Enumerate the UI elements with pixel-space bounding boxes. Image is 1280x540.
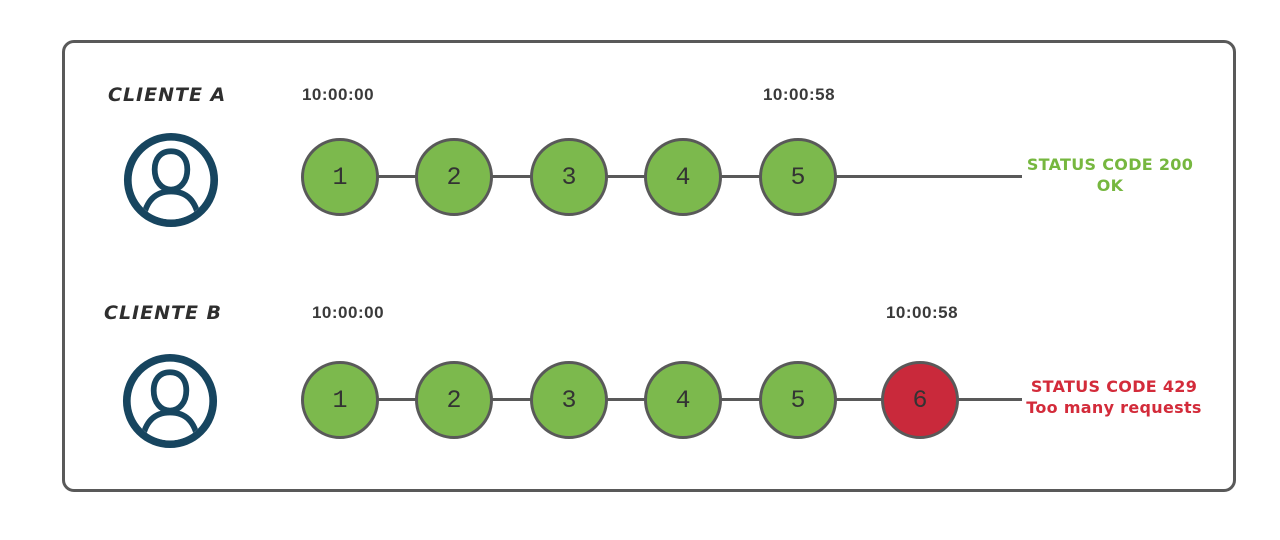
request-circle: 4	[644, 138, 722, 216]
start-timestamp: 10:00:00	[311, 303, 385, 322]
status-code-line: STATUS CODE 200	[1026, 155, 1194, 174]
user-avatar-icon	[122, 353, 218, 449]
request-circle: 4	[644, 361, 722, 439]
end-timestamp: 10:00:58	[885, 303, 959, 322]
client-label: CLIENTE B	[104, 302, 223, 324]
status-text: STATUS CODE 200 OK	[1026, 154, 1194, 196]
status-code-line: STATUS CODE 429	[1030, 377, 1198, 396]
request-circle: 1	[301, 138, 379, 216]
request-circle: 3	[530, 138, 608, 216]
client-label: CLIENTE A	[108, 84, 227, 106]
request-circle-rejected: 6	[881, 361, 959, 439]
status-text: STATUS CODE 429 Too many requests	[1026, 376, 1202, 418]
user-avatar-icon	[123, 132, 219, 228]
status-message-line: Too many requests	[1026, 398, 1202, 417]
request-circle: 2	[415, 138, 493, 216]
request-circle: 5	[759, 138, 837, 216]
request-circle: 2	[415, 361, 493, 439]
start-timestamp: 10:00:00	[301, 85, 375, 104]
end-timestamp: 10:00:58	[762, 85, 836, 104]
request-circle: 3	[530, 361, 608, 439]
status-message-line: OK	[1096, 176, 1124, 195]
request-circle: 1	[301, 361, 379, 439]
request-circle: 5	[759, 361, 837, 439]
